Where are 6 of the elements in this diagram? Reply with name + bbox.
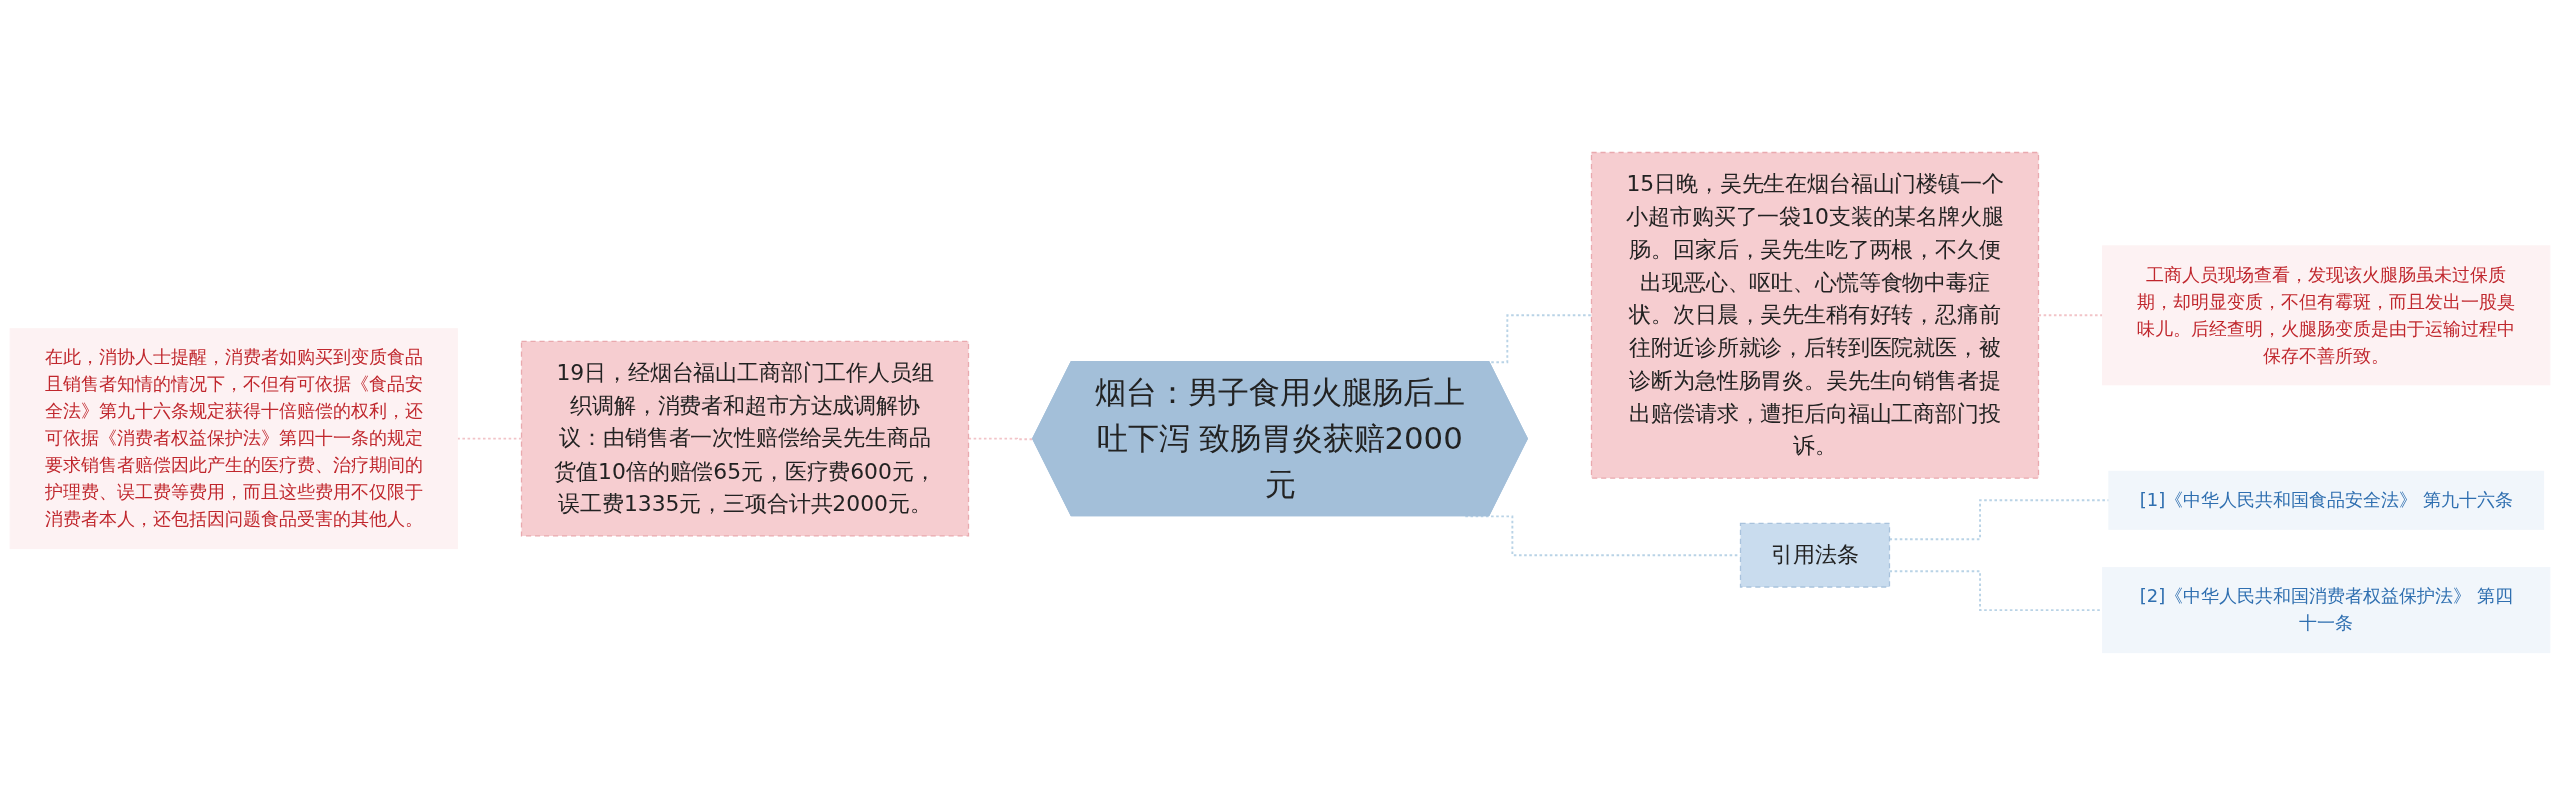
node-box: 引用法条 (1739, 522, 1891, 588)
node-box: 工商人员现场查看，发现该火腿肠虽未过保质期，却明显变质，不但有霉斑，而且发出一股臭味儿。后经查明，火腿肠变质是由于运输过程中保存不善所致。 (2102, 245, 2551, 386)
node-box: 15日晚，吴先生在烟台福山门楼镇一个小超市购买了一袋10支装的某名牌火腿肠。回家后，吴先生吃了两根，不久便出现恶心、呕吐、心慌等食物中毒症状。次日晨，吴先生稍有好转，忍痛前往附近诊所就诊，后转到医院就医，被诊断为急性肠胃炎。吴先生向销售者提出赔偿请求，遭拒后向福山工商部门投诉。 (1590, 151, 2040, 479)
node-box: [1]《中华人民共和国食品安全法》 第九十六条 (2108, 470, 2545, 530)
node-box: 19日，经烟台福山工商部门工作人员组织调解，消费者和超市方达成调解协议：由销售者一次性赔偿给吴先生商品货值10倍的赔偿65元，医疗费600元，误工费1335元，三项合计共2000元。 (520, 340, 970, 537)
node-box: 在此，消协人士提醒，消费者如购买到变质食品且销售者知情的情况下，不但有可依据《食品安全法》第九十六条规定获得十倍赔偿的权利，还可依据《消费者权益保护法》第四十一条的规定要求销售者赔偿因此产生的医疗费、治疗期间的护理费、误工费等费用，而且这些费用不仅限于消费者本人，还包括因问题食品受害的其他人。 (9, 328, 458, 550)
